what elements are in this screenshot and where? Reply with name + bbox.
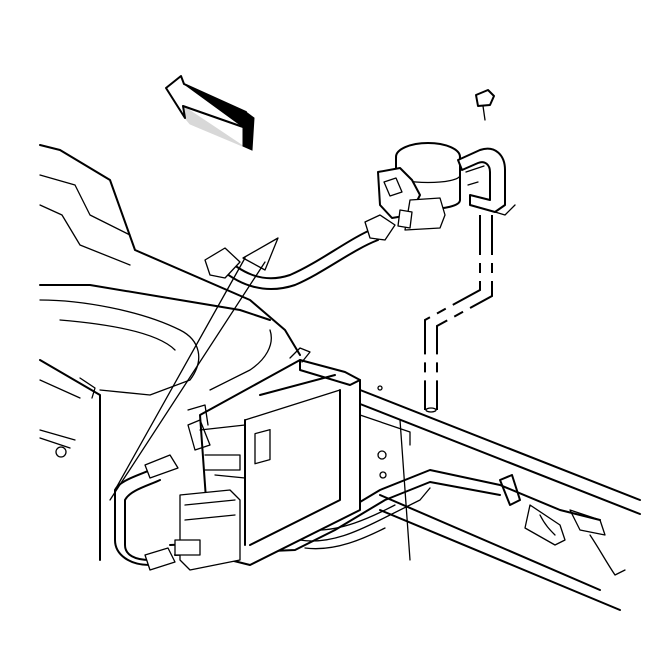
direction-arrow (165, 75, 255, 151)
bolt (475, 89, 495, 121)
filter-canister (377, 142, 461, 231)
fuel-tank (39, 144, 301, 561)
evap-canister (174, 347, 361, 571)
frame-rail (354, 385, 641, 611)
vent-hose (109, 214, 396, 571)
mounting-bracket (457, 147, 516, 216)
alignment-line (424, 215, 493, 413)
